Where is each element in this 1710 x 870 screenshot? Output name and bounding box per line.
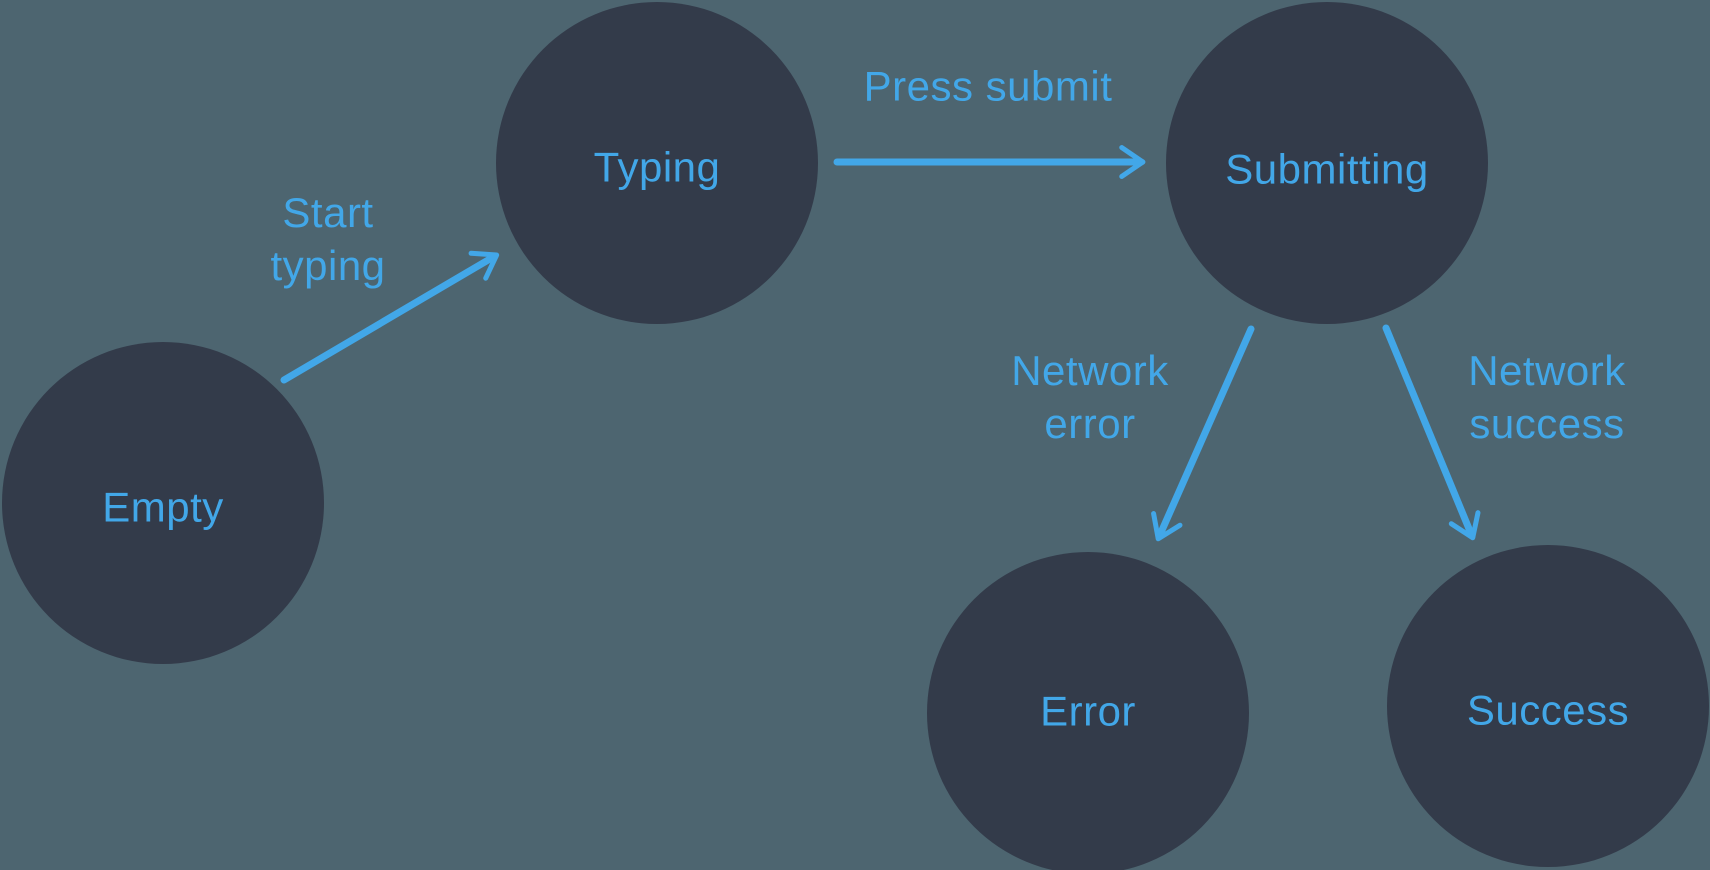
node-circle-success [1387, 545, 1709, 867]
node-circle-submitting [1166, 2, 1488, 324]
edge-label-line: Start [282, 189, 374, 236]
node-label-error: Error [1040, 687, 1136, 735]
edge-label-press-submit: Press submit [864, 60, 1113, 113]
node-label-typing: Typing [593, 143, 721, 191]
edge-label-start-typing: Start typing [270, 186, 385, 292]
node-label-empty: Empty [102, 483, 224, 531]
edge-arrow-empty-typing [280, 250, 500, 384]
edge-label-line: Network [1468, 347, 1626, 394]
edge-arrow-submitting-success [1382, 324, 1481, 541]
edge-arrow-submitting-error [1151, 325, 1255, 542]
edge-label-line: error [1044, 400, 1136, 447]
node-label-success: Success [1466, 686, 1630, 734]
edge-label-line: success [1469, 400, 1625, 447]
node-circle-error [927, 552, 1249, 870]
edge-label-line: Press submit [863, 62, 1113, 110]
node-label-submitting: Submitting [1225, 145, 1429, 193]
edge-label-line: Network [1011, 347, 1169, 394]
node-circle-typing [496, 2, 818, 324]
node-circle-empty [2, 342, 324, 664]
edge-label-network-error: Network error [1011, 344, 1169, 450]
edge-label-network-success: Network success [1468, 344, 1626, 450]
edge-label-line: typing [270, 242, 386, 289]
